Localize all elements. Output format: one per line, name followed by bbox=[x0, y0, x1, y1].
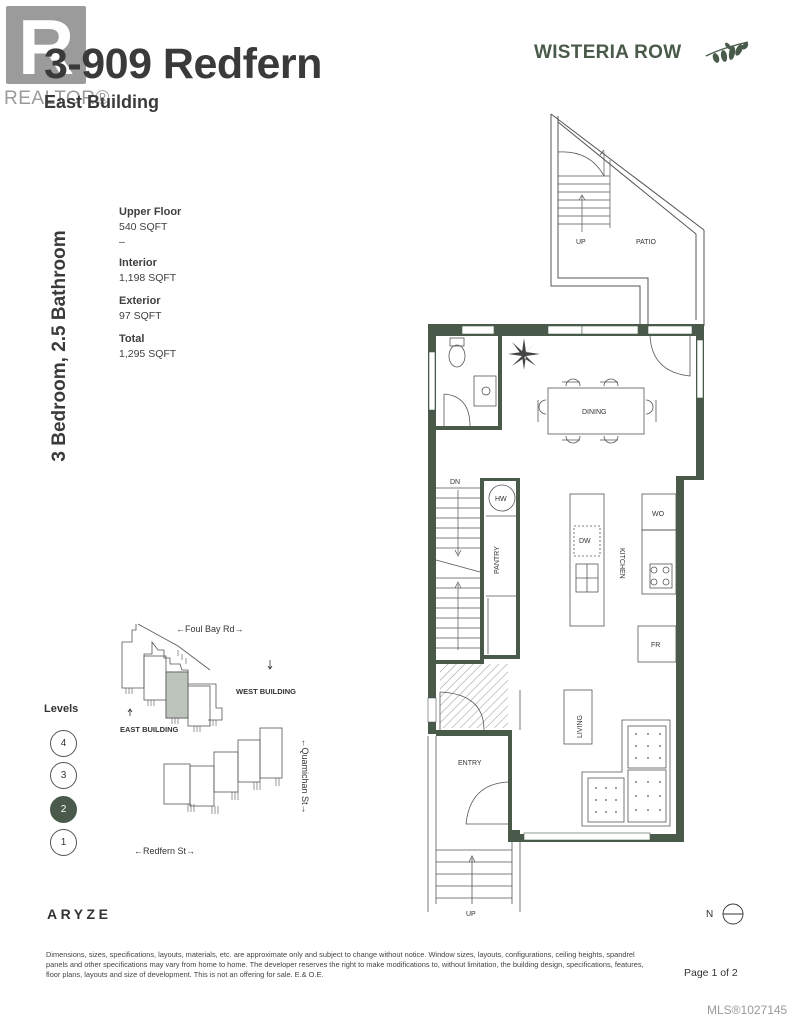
company-logo: ARYZE bbox=[47, 906, 112, 922]
site-map-street-bottom: ←Redfern St→ bbox=[134, 846, 196, 856]
stat-separator: – bbox=[119, 236, 125, 248]
room-label-wo: WO bbox=[652, 511, 665, 518]
room-label-dw: DW bbox=[579, 538, 591, 545]
north-arrow-icon bbox=[722, 903, 744, 925]
bedroom-bathroom-heading: 3 Bedroom, 2.5 Bathroom bbox=[49, 230, 70, 462]
room-label-living: LIVING bbox=[577, 715, 584, 738]
room-label-entry: ENTRY bbox=[458, 760, 482, 767]
room-label-pantry: PANTRY bbox=[494, 546, 501, 574]
stat-interior-value: 1,198 SQFT bbox=[119, 272, 177, 284]
stat-total-value: 1,295 SQFT bbox=[119, 348, 177, 360]
stat-exterior-label: Exterior bbox=[119, 295, 161, 307]
room-label-dn: DN bbox=[450, 479, 460, 486]
room-label-fr: FR bbox=[651, 642, 660, 649]
page-number: Page 1 of 2 bbox=[684, 967, 738, 979]
floor-plan: UP PATIO DINING DN HW PANTRY DW KITCHEN … bbox=[427, 113, 705, 918]
site-map-east-building: EAST BUILDING bbox=[120, 725, 179, 734]
level-3-button[interactable]: 3 bbox=[50, 762, 77, 789]
room-label-patio: PATIO bbox=[636, 239, 657, 246]
room-label-hw: HW bbox=[495, 496, 507, 503]
room-label-up-top: UP bbox=[576, 239, 586, 246]
wisteria-branch-icon bbox=[705, 41, 749, 63]
page-subtitle: East Building bbox=[44, 92, 160, 112]
stat-upper-floor-value: 540 SQFT bbox=[119, 221, 168, 233]
site-map-street-side: ←Quamichan St→ bbox=[300, 738, 310, 814]
site-map-west-building: WEST BUILDING bbox=[236, 687, 296, 696]
room-label-up-bottom: UP bbox=[466, 911, 476, 918]
room-label-dining: DINING bbox=[582, 409, 607, 416]
realtor-watermark-text: REALTOR® bbox=[4, 88, 110, 109]
level-1-button[interactable]: 1 bbox=[50, 829, 77, 856]
level-4-button[interactable]: 4 bbox=[50, 730, 77, 757]
mls-number: MLS®1027145 bbox=[707, 1003, 788, 1017]
realtor-logo-letter: R bbox=[18, 3, 75, 91]
room-label-kitchen: KITCHEN bbox=[618, 548, 625, 579]
compass-label: N bbox=[706, 909, 714, 920]
disclaimer-text: Dimensions, sizes, specifications, layou… bbox=[46, 950, 644, 979]
level-2-button[interactable]: 2 bbox=[50, 796, 77, 823]
stat-exterior-value: 97 SQFT bbox=[119, 310, 162, 322]
page-title: 3-909 Redfern bbox=[44, 40, 322, 88]
stat-upper-floor-label: Upper Floor bbox=[119, 206, 182, 218]
site-map-diagram bbox=[121, 623, 283, 814]
stat-total-label: Total bbox=[119, 333, 145, 345]
realtor-logo: R bbox=[6, 3, 86, 91]
levels-label: Levels bbox=[44, 703, 79, 715]
brand-name: WISTERIA ROW bbox=[534, 42, 682, 63]
site-map-street-top: ←Foul Bay Rd→ bbox=[176, 624, 244, 634]
stat-interior-label: Interior bbox=[119, 257, 157, 269]
